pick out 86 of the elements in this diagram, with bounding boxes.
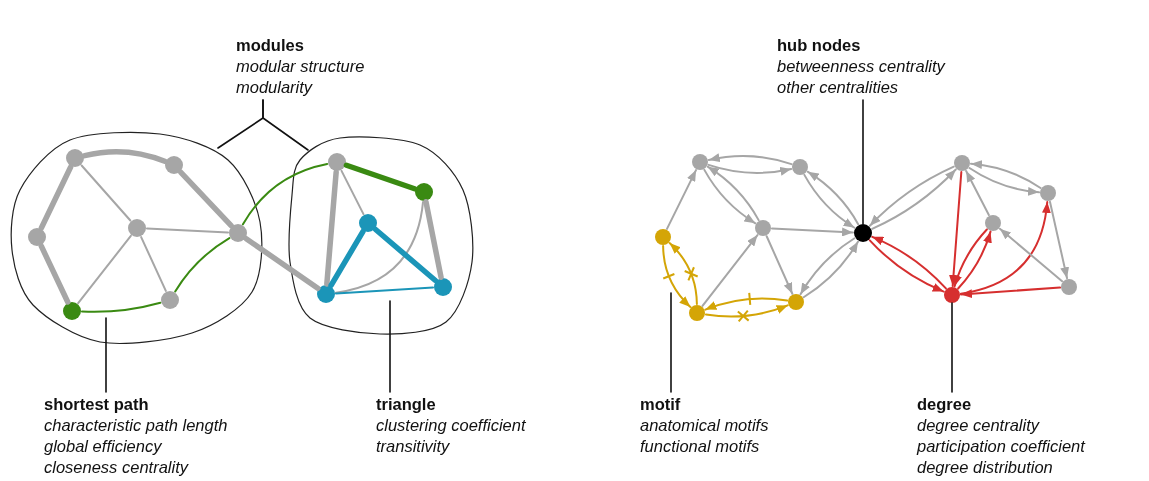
network-node — [792, 159, 808, 175]
measure-title: triangle — [376, 394, 437, 415]
network-edge — [146, 227, 229, 234]
measure-list-item: global efficiency — [44, 436, 163, 457]
network-node — [28, 228, 46, 246]
network-edge — [38, 243, 71, 305]
network-node — [788, 294, 804, 310]
network-node — [434, 278, 452, 296]
measure-list-item: modular structure — [236, 56, 365, 77]
network-node — [63, 302, 81, 320]
network-edge — [80, 164, 132, 222]
network-node — [359, 214, 377, 232]
network-node — [692, 154, 708, 170]
network-node — [944, 287, 960, 303]
measure-list-item: closeness centrality — [44, 457, 190, 478]
arrow — [765, 235, 794, 295]
network-edge — [324, 169, 339, 287]
network-node — [161, 291, 179, 309]
network-node — [985, 215, 1001, 231]
arrow — [707, 153, 793, 166]
network-node — [655, 229, 671, 245]
leader-line — [262, 99, 309, 151]
network-edge — [38, 164, 74, 231]
measure-list-item: clustering coefficient — [376, 415, 526, 436]
arrow — [668, 242, 698, 305]
measure-title: modules — [236, 35, 305, 56]
arrow — [704, 297, 789, 311]
arrow — [771, 227, 854, 237]
arrow — [662, 245, 692, 308]
arrow — [998, 227, 1064, 283]
network-node — [755, 220, 771, 236]
network-edge — [372, 226, 439, 284]
network-edge — [334, 200, 425, 294]
network-edge — [77, 234, 132, 305]
arrow — [707, 163, 793, 176]
leader-line — [670, 292, 672, 393]
measure-list-item: participation coefficient — [917, 436, 1085, 457]
network-node — [854, 224, 872, 242]
arrow — [959, 200, 1051, 295]
measure-list-item: betweenness centrality — [777, 56, 945, 77]
network-edge — [81, 301, 162, 313]
network-edge — [241, 162, 329, 226]
measure-list-item: functional motifs — [640, 436, 761, 457]
network-edge — [340, 169, 365, 216]
arrow — [704, 304, 789, 318]
measure-list-item: anatomical motifs — [640, 415, 769, 436]
measure-list-item: degree centrality — [917, 415, 1041, 436]
network-node — [954, 155, 970, 171]
network-node — [165, 156, 183, 174]
arrow — [666, 169, 697, 230]
arrow — [968, 167, 1041, 196]
network-edge — [423, 199, 444, 280]
measure-list-item: characteristic path length — [44, 415, 228, 436]
leader-line — [862, 99, 864, 225]
arrow — [969, 160, 1042, 189]
network-edge — [343, 162, 418, 192]
measure-title: degree — [917, 394, 973, 415]
network-node — [128, 219, 146, 237]
arrow — [949, 170, 963, 288]
network-edge — [140, 236, 167, 292]
leader-line — [105, 317, 107, 393]
arrow — [960, 286, 1061, 299]
arrow — [965, 170, 990, 216]
measure-title: shortest path — [44, 394, 150, 415]
network-edge — [335, 286, 434, 295]
measure-list-item: transitivity — [376, 436, 451, 457]
network-edge — [243, 235, 321, 292]
network-node — [66, 149, 84, 167]
network-node — [1040, 185, 1056, 201]
measure-list-item: degree distribution — [917, 457, 1054, 478]
network-edge — [174, 237, 231, 293]
leader-line — [951, 302, 953, 393]
measure-title: motif — [640, 394, 682, 415]
measure-list-item: other centralities — [777, 77, 900, 98]
network-edge — [178, 169, 234, 229]
network-edge — [328, 228, 366, 289]
network-node — [1061, 279, 1077, 295]
network-node — [689, 305, 705, 321]
arrow — [1048, 200, 1070, 280]
measure-list-item: modularity — [236, 77, 314, 98]
arrow — [701, 234, 759, 307]
measure-title: hub nodes — [777, 35, 862, 56]
network-node — [415, 183, 433, 201]
network-edge — [81, 148, 168, 164]
leader-line — [389, 300, 391, 393]
network-node — [328, 153, 346, 171]
